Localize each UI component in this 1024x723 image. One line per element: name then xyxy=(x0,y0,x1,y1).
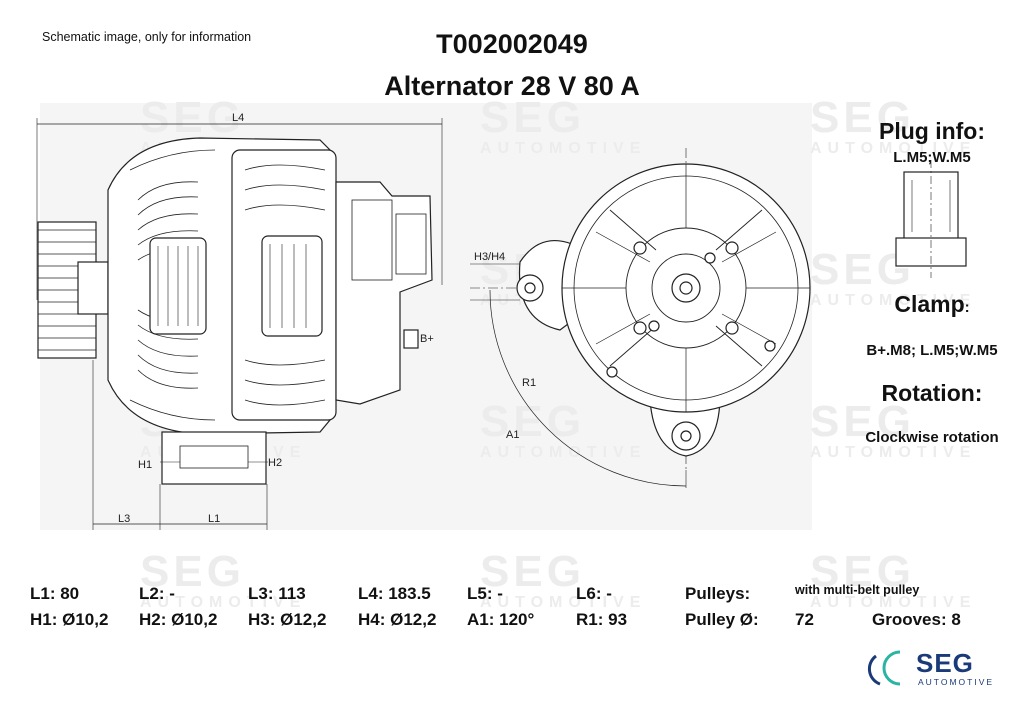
dim-l3-label: L3 xyxy=(118,513,130,525)
spec-h1: H1: Ø10,2 xyxy=(30,610,109,629)
dim-l1-label: L1 xyxy=(208,513,220,525)
dim-l4-label: L4 xyxy=(232,112,244,124)
spec-l6: L6: - xyxy=(576,584,612,603)
spec-r1: R1: 93 xyxy=(576,610,628,629)
spec-l2: L2: - xyxy=(139,584,175,603)
seg-logo-text: SEG xyxy=(916,648,974,678)
spec-l4: L4: 183.5 xyxy=(358,584,431,603)
grooves-value: Grooves: 8 xyxy=(872,610,961,629)
schematic-note: Schematic image, only for information xyxy=(42,30,252,44)
front-view xyxy=(470,148,811,488)
spec-l1: L1: 80 xyxy=(30,584,80,603)
plug-info-value: L.M5;W.M5 xyxy=(893,149,971,166)
dim-a1-label: A1 xyxy=(506,429,519,441)
spec-h3: H3: Ø12,2 xyxy=(248,610,327,629)
plug-info-title: Plug info: xyxy=(878,118,986,144)
part-number: T002002049 xyxy=(436,29,588,59)
dim-r1-label: R1 xyxy=(522,377,536,389)
rotation-value: Clockwise rotation xyxy=(865,429,999,446)
dim-h1-label: H1 xyxy=(138,459,152,471)
spec-h4: H4: Ø12,2 xyxy=(358,610,437,629)
spec-a1: A1: 120° xyxy=(467,610,535,629)
dim-h2-label: H2 xyxy=(268,457,282,469)
pulleys-label: Pulleys: xyxy=(685,584,751,603)
spec-l3: L3: 113 xyxy=(248,584,306,603)
clamp-title: Clamp: xyxy=(894,291,970,317)
pulley-diameter-label: Pulley Ø: xyxy=(685,610,759,629)
seg-logo-subtext: AUTOMOTIVE xyxy=(918,677,995,687)
terminal-bplus-label: B+ xyxy=(420,333,434,345)
spec-l5: L5: - xyxy=(467,584,503,603)
dim-h3h4-label: H3/H4 xyxy=(474,251,505,263)
side-view xyxy=(36,118,443,530)
pulleys-value: with multi-belt pulley xyxy=(795,583,920,597)
clamp-value: B+.M8; L.M5;W.M5 xyxy=(866,342,998,359)
spec-h2: H2: Ø10,2 xyxy=(139,610,218,629)
rotation-title: Rotation: xyxy=(881,380,983,406)
product-title: Alternator 28 V 80 A xyxy=(384,71,640,101)
plug-drawing xyxy=(895,160,967,278)
seg-logo-mark xyxy=(867,650,901,686)
pulley-diameter-value: 72 xyxy=(795,610,814,629)
